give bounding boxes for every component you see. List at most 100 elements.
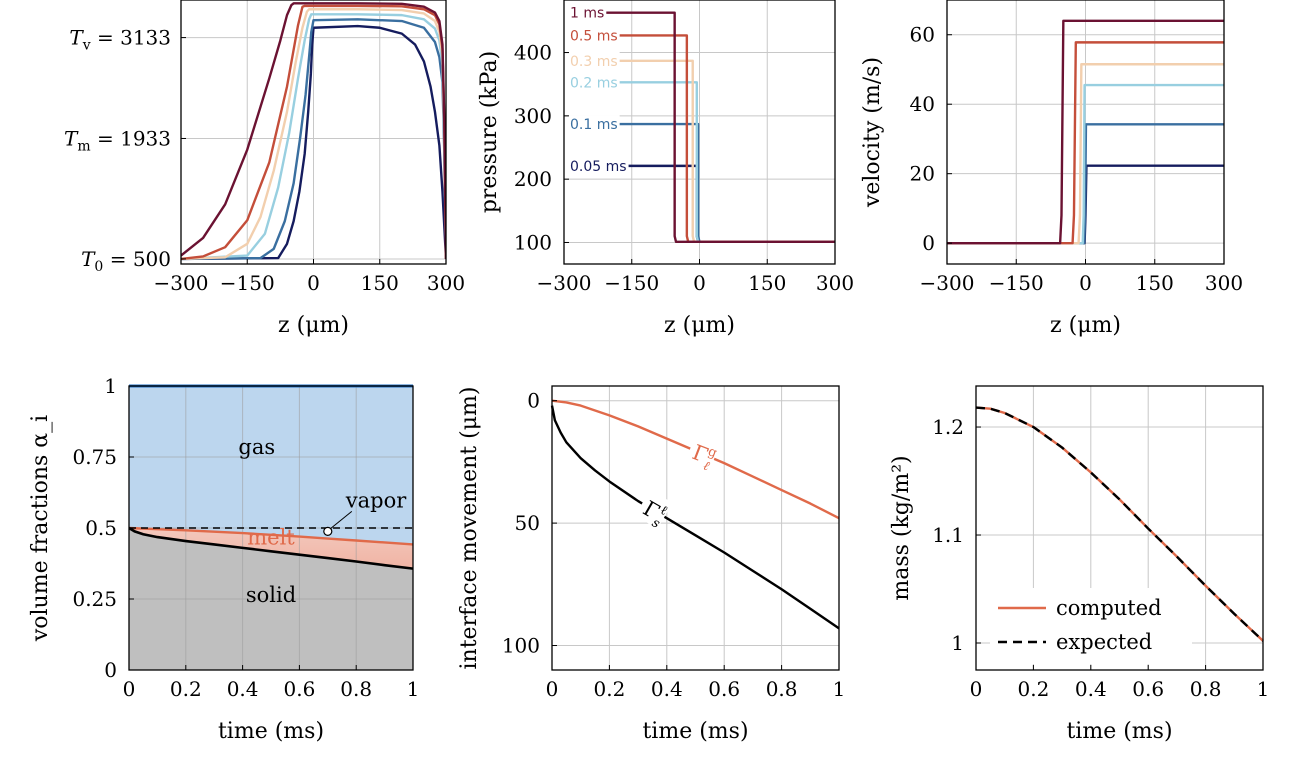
series-line xyxy=(947,123,1224,245)
x-tick-label: −150 xyxy=(220,271,275,295)
x-tick-label: −300 xyxy=(537,271,592,295)
y-axis-label: volume fractions α_i xyxy=(28,415,53,642)
y-tick-label: T0 = 500 xyxy=(81,247,171,275)
series-label-bg xyxy=(568,26,620,44)
series-group xyxy=(181,2,446,261)
y-tick-label: Tm = 1933 xyxy=(64,126,171,154)
panel-pressure: 1 ms 0.5 ms 0.3 ms 0.2 ms 0.1 ms 0.05 ms −300−… xyxy=(477,0,854,338)
y-tick-label: 20 xyxy=(910,162,935,186)
x-tick-label: 0 xyxy=(1079,271,1092,295)
vapor-label: vapor xyxy=(345,488,407,512)
x-tick-label: −150 xyxy=(989,271,1044,295)
series-label: 0.1 ms xyxy=(570,117,618,133)
series-label-bg xyxy=(568,115,620,133)
series-label-bg xyxy=(568,156,629,174)
curve-label: Γℓg xyxy=(685,434,721,475)
series-label-bg xyxy=(568,51,620,69)
legend-box xyxy=(990,588,1192,664)
vapor-leader-line xyxy=(330,511,353,529)
series-label-bg xyxy=(568,3,607,21)
x-tick-label: 0.4 xyxy=(651,677,683,701)
melt-boundary-line xyxy=(128,526,414,546)
x-tick-label: 300 xyxy=(816,271,854,295)
x-tick-label: 0.2 xyxy=(593,677,625,701)
x-tick-label: 0 xyxy=(123,677,136,701)
x-tick-label: −300 xyxy=(920,271,975,295)
series-line xyxy=(568,11,835,244)
x-tick-label: 0.8 xyxy=(340,677,372,701)
series-line xyxy=(181,2,446,259)
melt-label: melt xyxy=(247,525,295,549)
x-tick-label: 1 xyxy=(833,677,846,701)
y-tick-label: 60 xyxy=(910,23,935,47)
series-label: 0.3 ms xyxy=(570,54,618,70)
x-tick-label: 300 xyxy=(1205,271,1243,295)
y-tick-label: 1.1 xyxy=(932,523,964,547)
solid-label: solid xyxy=(246,583,296,607)
y-tick-label: Tv = 3133 xyxy=(69,26,171,54)
series-line xyxy=(551,399,840,520)
x-tick-label: 0 xyxy=(307,271,320,295)
x-tick-label: 0 xyxy=(546,677,559,701)
melt-region xyxy=(129,528,413,569)
series-line xyxy=(947,19,1224,245)
series-label: 0.5 ms xyxy=(570,28,618,44)
x-axis-label: z (μm) xyxy=(278,313,349,338)
x-axis-label: z (μm) xyxy=(1050,313,1121,338)
x-tick-label: 0.6 xyxy=(283,677,315,701)
x-tick-label: −300 xyxy=(154,271,209,295)
x-axis-label: z (μm) xyxy=(664,313,735,338)
x-tick-label: 300 xyxy=(427,271,465,295)
gas-label: gas xyxy=(238,435,275,459)
series-label: 1 ms xyxy=(570,6,604,22)
series-line xyxy=(550,405,840,630)
x-tick-label: 1 xyxy=(1257,677,1270,701)
series-label: 0.2 ms xyxy=(570,75,618,91)
x-tick-label: 150 xyxy=(1136,271,1174,295)
y-tick-label: 200 xyxy=(514,167,552,191)
y-tick-label: 40 xyxy=(910,92,935,116)
series-label-bg xyxy=(568,73,620,91)
y-tick-label: 100 xyxy=(514,230,552,254)
vapor-marker xyxy=(323,526,333,537)
x-tick-label: −150 xyxy=(604,271,659,295)
y-tick-label: 0 xyxy=(104,658,117,682)
y-tick-label: 400 xyxy=(514,41,552,65)
x-tick-label: 1 xyxy=(407,677,420,701)
x-axis-label: time (ms) xyxy=(218,719,324,744)
x-tick-label: 0 xyxy=(970,677,983,701)
axes-frame xyxy=(551,385,840,671)
y-tick-label: 1.2 xyxy=(932,415,964,439)
y-tick-label: 100 xyxy=(502,634,540,658)
y-tick-label: 0 xyxy=(922,231,935,255)
y-tick-label: 1 xyxy=(951,631,964,655)
x-tick-label: 0.8 xyxy=(766,677,798,701)
y-tick-label: 300 xyxy=(514,104,552,128)
x-tick-label: 0 xyxy=(693,271,706,295)
x-tick-label: 0.8 xyxy=(1190,677,1222,701)
legend-entry: computed xyxy=(1056,596,1162,620)
series-line xyxy=(181,18,446,261)
panel-temperature: −300 −150 0 150 300 z (μm) Tv = 3133 Tm = 1933T… xyxy=(64,0,465,338)
legend-entry: expected xyxy=(1056,630,1152,654)
y-tick-label: 0.25 xyxy=(72,587,117,611)
x-tick-label: 0.2 xyxy=(170,677,202,701)
series-line xyxy=(975,406,1264,642)
axes-frame xyxy=(975,385,1264,671)
solid-boundary-line xyxy=(128,526,414,570)
x-axis-label: time (ms) xyxy=(642,719,748,744)
x-tick-label: 150 xyxy=(361,271,399,295)
x-tick-label: 0.4 xyxy=(227,677,259,701)
y-tick-label: 1 xyxy=(104,374,117,398)
x-tick-label: 0.6 xyxy=(1132,677,1164,701)
series-label: 0.05 ms xyxy=(570,159,627,175)
curve-label: Γsℓ xyxy=(635,489,673,532)
x-tick-label: 150 xyxy=(748,271,786,295)
series-line xyxy=(568,122,835,244)
x-tick-label: 0.2 xyxy=(1017,677,1049,701)
